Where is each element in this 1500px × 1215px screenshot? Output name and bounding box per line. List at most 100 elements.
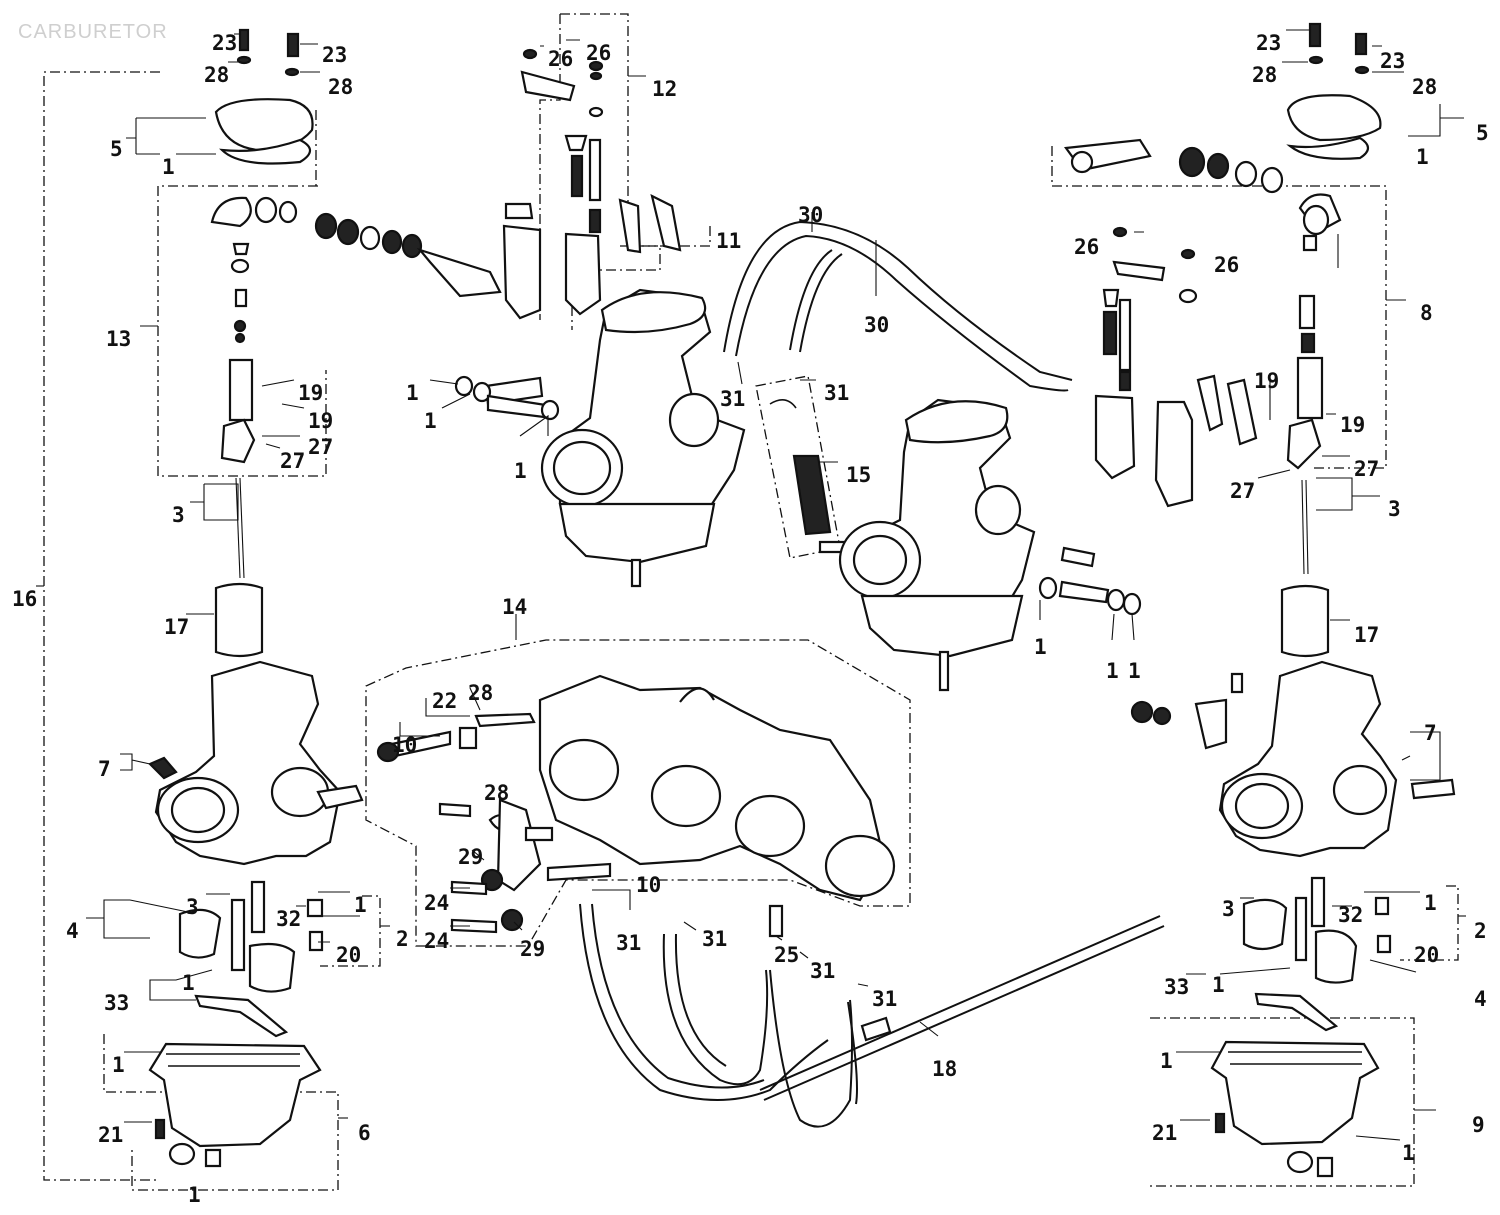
part-callout-c1n: 1 (182, 971, 195, 995)
part-callout-c1q: 1 (406, 381, 419, 405)
group-16-frame (36, 71, 160, 1181)
part-callout-c10b: 10 (636, 873, 661, 897)
part-callout-c4r: 4 (1474, 987, 1487, 1011)
part-callout-c22: 22 (432, 689, 457, 713)
part-callout-c12: 12 (652, 77, 677, 101)
part-callout-c18: 18 (932, 1057, 957, 1081)
part-callout-c33l: 33 (104, 991, 129, 1015)
part-callout-c28d: 28 (484, 781, 509, 805)
part-callout-c28a: 28 (204, 63, 229, 87)
upper-middle-carburetor (454, 288, 746, 588)
part-callout-c1t: 1 (1034, 635, 1047, 659)
group-13-frame (140, 185, 327, 477)
part-callout-c16: 16 (12, 587, 37, 611)
part-callout-c5r: 5 (1476, 121, 1489, 145)
part-callout-c7l: 7 (98, 757, 111, 781)
part-callout-c26d: 26 (1214, 253, 1239, 277)
part-callout-c3d: 3 (1222, 897, 1235, 921)
part-callout-c1aa: 1 (1402, 1141, 1415, 1165)
part-callout-c10a: 10 (392, 733, 417, 757)
part-callout-c20l: 20 (336, 943, 361, 967)
part-callout-c1o: 1 (112, 1053, 125, 1077)
leader-lines (86, 29, 1441, 1141)
part-callout-c28b: 28 (328, 75, 353, 99)
part-callout-c21r: 21 (1152, 1121, 1177, 1145)
part-callout-c2r: 2 (1474, 919, 1487, 943)
group-11-frame (620, 226, 711, 247)
part-callout-c28f: 28 (1412, 75, 1437, 99)
part-callout-c27c: 27 (1354, 457, 1379, 481)
part-callout-c21l: 21 (98, 1123, 123, 1147)
part-callout-c23a: 23 (212, 31, 237, 55)
part-callout-c7r: 7 (1424, 721, 1437, 745)
part-callout-c33r: 33 (1164, 975, 1189, 999)
group-6-frame (103, 1034, 348, 1191)
throttle-linkage-plate-14 (376, 674, 896, 934)
part-callout-c29a: 29 (458, 845, 483, 869)
part-callout-c23c: 23 (1256, 31, 1281, 55)
part-callout-c27b: 27 (280, 449, 305, 473)
part-callout-c32r: 32 (1338, 903, 1363, 927)
part-callout-c31e: 31 (810, 959, 835, 983)
hoses-30 (723, 220, 1073, 392)
part-callout-c6: 6 (358, 1121, 371, 1145)
part-callout-c1u: 1 (1106, 659, 1119, 683)
watermark-text: CARBURETOR (18, 21, 168, 43)
part-callout-c31a: 31 (720, 387, 745, 411)
group-8-frame (1051, 146, 1406, 469)
part-callout-c31f: 31 (872, 987, 897, 1011)
part-callout-c20r: 20 (1414, 943, 1439, 967)
part-callout-c2l: 2 (396, 927, 409, 951)
part-callout-c26b: 26 (586, 41, 611, 65)
part-callout-c19b: 19 (308, 409, 333, 433)
part-callout-c17r: 17 (1354, 623, 1379, 647)
part-callout-c1l: 1 (162, 155, 175, 179)
group-9-frame (1150, 1017, 1436, 1187)
part-callout-c19a: 19 (298, 381, 323, 405)
group-5-right-frame (1408, 104, 1464, 137)
part-callout-c8: 8 (1420, 301, 1433, 325)
part-callout-c25: 25 (774, 943, 799, 967)
part-callout-c19d: 19 (1340, 413, 1365, 437)
part-callout-c31c: 31 (616, 931, 641, 955)
group-2-left-frame (320, 895, 390, 967)
part-callout-c5l: 5 (110, 137, 123, 161)
part-callout-c28c: 28 (468, 681, 493, 705)
part-callout-c14: 14 (502, 595, 527, 619)
part-callout-c1s: 1 (514, 459, 527, 483)
right-carburetor-assembly (1063, 22, 1456, 1178)
part-callout-c15: 15 (846, 463, 871, 487)
part-callout-c23b: 23 (322, 43, 347, 67)
part-callout-c4l: 4 (66, 919, 79, 943)
part-callout-c1m: 1 (354, 893, 367, 917)
part-callout-c17l: 17 (164, 615, 189, 639)
part-callout-c26a: 26 (548, 47, 573, 71)
part-callout-c31b: 31 (824, 381, 849, 405)
group-2-right-frame (1400, 885, 1466, 961)
part-callout-c1z: 1 (1160, 1049, 1173, 1073)
group-14-frame (365, 614, 911, 947)
part-callout-c27a: 27 (308, 435, 333, 459)
part-callout-c32l: 32 (276, 907, 301, 931)
part-callout-c1r: 1 (424, 409, 437, 433)
left-float-bowl-part (148, 1042, 322, 1148)
part-callout-c24b: 24 (424, 929, 449, 953)
center-right-carburetor (838, 398, 1142, 692)
part-callout-c1w: 1 (1416, 145, 1429, 169)
part-callout-c3b: 3 (186, 895, 199, 919)
part-callout-c30b: 30 (864, 313, 889, 337)
part-callout-c9: 9 (1472, 1113, 1485, 1137)
top-cover-part (214, 98, 314, 152)
part-callout-c3a: 3 (172, 503, 185, 527)
part-callout-c28e: 28 (1252, 63, 1277, 87)
part-callout-c1y: 1 (1212, 973, 1225, 997)
hoses-31-and-cable-18 (579, 903, 1165, 1128)
part-callout-c1v: 1 (1128, 659, 1141, 683)
part-callout-c29b: 29 (520, 937, 545, 961)
part-callout-c24a: 24 (424, 891, 449, 915)
part-callout-c27d: 27 (1230, 479, 1255, 503)
part-callout-c23d: 23 (1380, 49, 1405, 73)
